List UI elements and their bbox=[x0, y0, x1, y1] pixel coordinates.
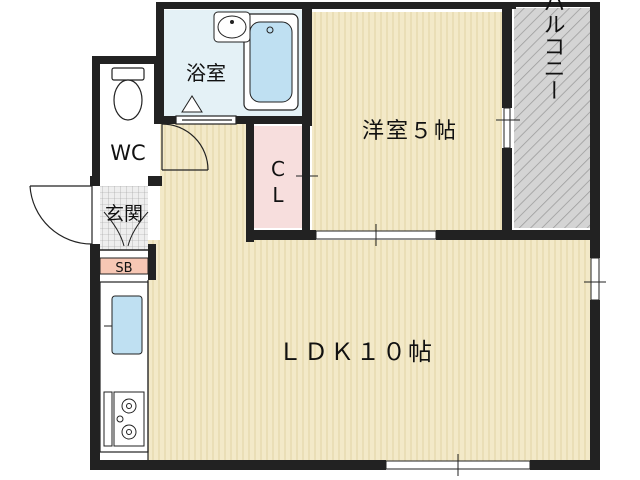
walls bbox=[90, 2, 600, 470]
hall-floor bbox=[160, 122, 250, 242]
bathtub bbox=[243, 13, 299, 111]
door-entrance bbox=[29, 185, 93, 245]
label-closet-bottom: L bbox=[272, 183, 284, 207]
label-ldk: ＬＤＫ１０帖 bbox=[278, 338, 434, 366]
label-entrance: 玄関 bbox=[105, 203, 143, 225]
window-ldk-bottom bbox=[385, 454, 531, 476]
label-shoe-box: SB bbox=[115, 261, 132, 276]
stove bbox=[103, 391, 145, 447]
window-western-bottom bbox=[315, 224, 437, 246]
toilet bbox=[111, 67, 145, 121]
window-balcony bbox=[496, 107, 520, 149]
closet-floor bbox=[254, 126, 302, 228]
label-western-room: 洋室５帖 bbox=[362, 119, 458, 144]
entrance-floor bbox=[100, 186, 148, 250]
door-bath bbox=[175, 115, 237, 125]
label-bath: 浴室 bbox=[186, 61, 226, 85]
window-ldk-right bbox=[584, 257, 606, 301]
door-wc bbox=[161, 123, 209, 171]
label-wc: WC bbox=[110, 141, 145, 165]
drain-triangle bbox=[181, 95, 203, 113]
western-room-floor bbox=[312, 12, 502, 232]
ldk-floor bbox=[148, 240, 598, 462]
kitchen-sink bbox=[104, 295, 143, 355]
label-closet-top: C bbox=[271, 157, 285, 181]
balcony-floor bbox=[514, 8, 590, 228]
door-hall bbox=[103, 211, 149, 247]
wash-basin bbox=[213, 11, 251, 43]
label-balcony: バルコニー bbox=[540, 0, 565, 101]
